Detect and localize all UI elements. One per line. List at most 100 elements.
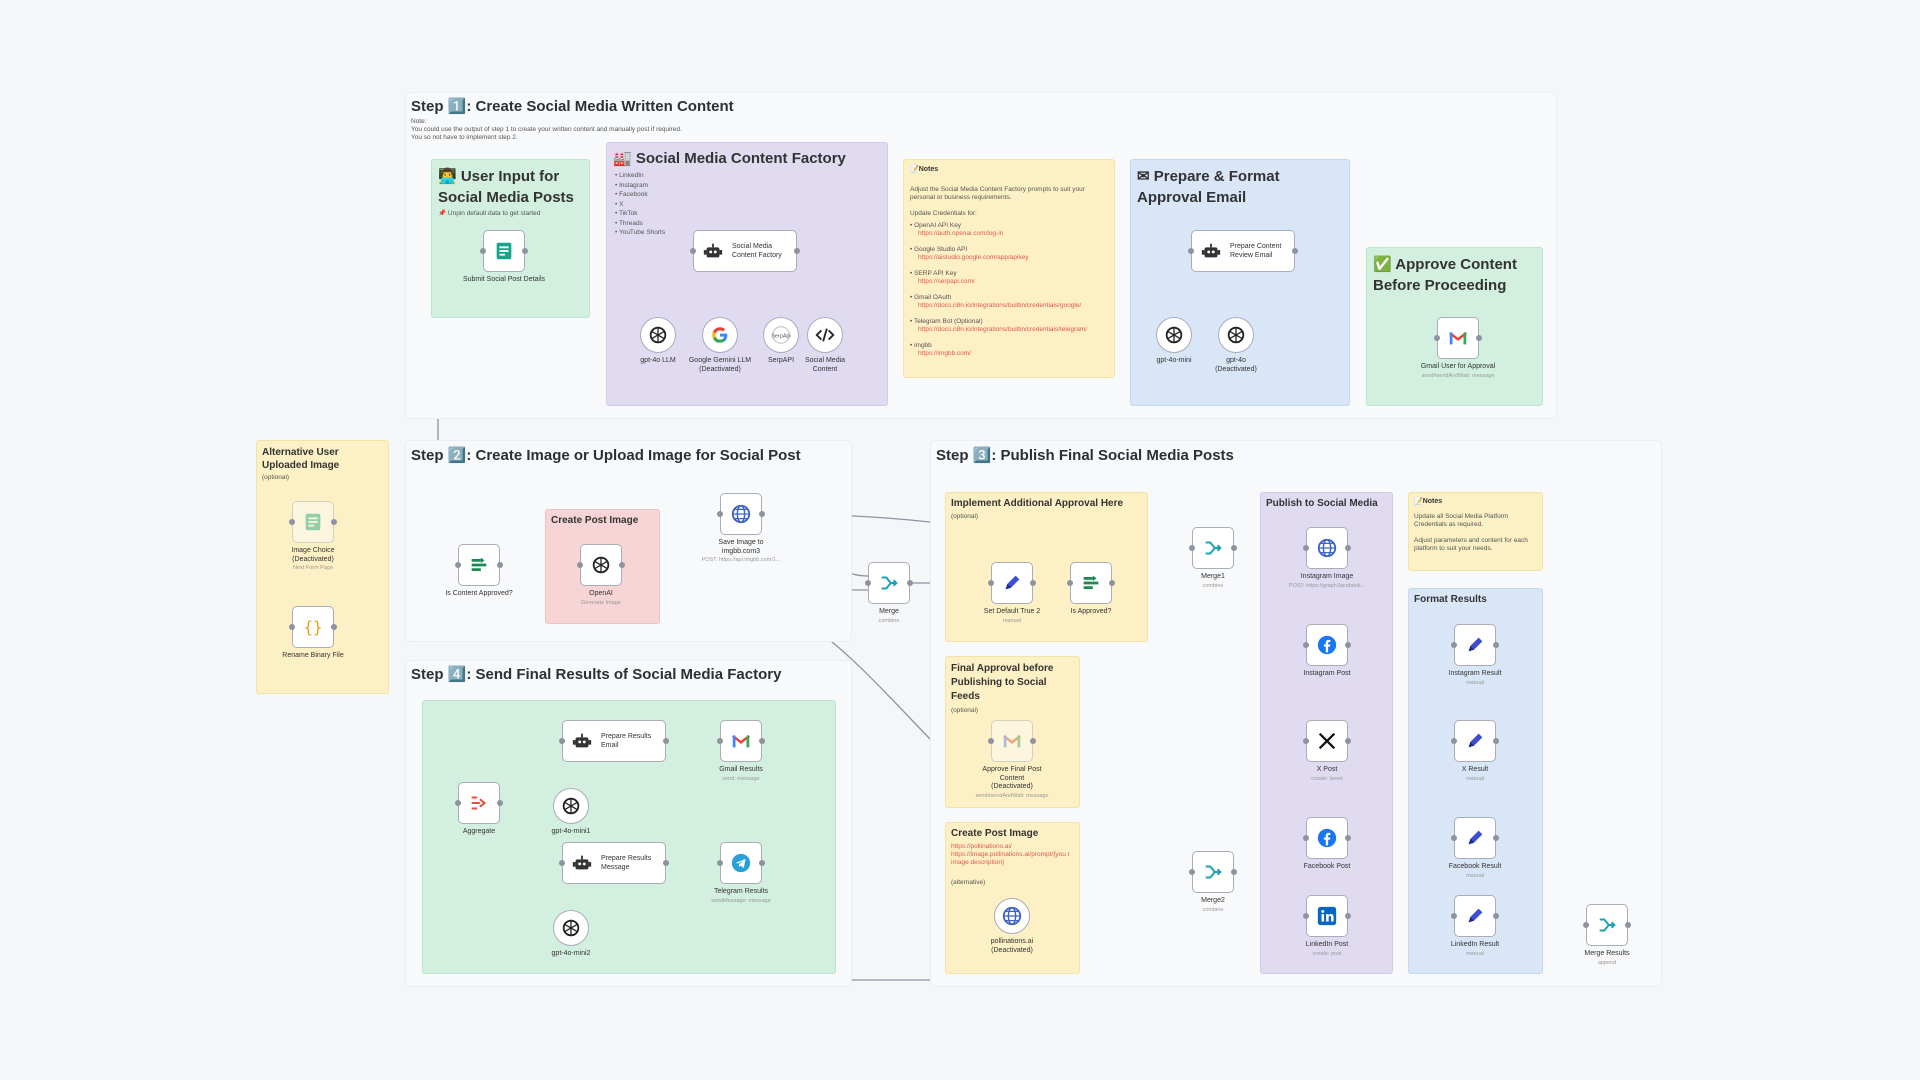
output-port[interactable] bbox=[1345, 738, 1351, 744]
node-is-approved[interactable] bbox=[458, 544, 500, 586]
node-smc[interactable] bbox=[807, 317, 843, 353]
node-gemini[interactable] bbox=[702, 317, 738, 353]
input-port[interactable] bbox=[1583, 922, 1589, 928]
input-port[interactable] bbox=[577, 562, 583, 568]
output-port[interactable] bbox=[663, 860, 669, 866]
output-port[interactable] bbox=[331, 519, 337, 525]
output-port[interactable] bbox=[1292, 248, 1298, 254]
node-x-result[interactable] bbox=[1454, 720, 1496, 762]
output-port[interactable] bbox=[759, 860, 765, 866]
node-aggregate[interactable] bbox=[458, 782, 500, 824]
node-set-default[interactable] bbox=[991, 562, 1033, 604]
input-port[interactable] bbox=[690, 248, 696, 254]
output-port[interactable] bbox=[663, 738, 669, 744]
output-port[interactable] bbox=[1231, 869, 1237, 875]
output-port[interactable] bbox=[1493, 642, 1499, 648]
credential-link[interactable]: https://auth.openai.com/log-in bbox=[918, 230, 1004, 237]
output-port[interactable] bbox=[1345, 835, 1351, 841]
output-port[interactable] bbox=[1493, 913, 1499, 919]
node-factory-agent[interactable]: Social Media Content Factory bbox=[693, 230, 797, 272]
output-port[interactable] bbox=[907, 580, 913, 586]
sticky-prepare-email[interactable]: ✉ Prepare & Format Approval Email bbox=[1130, 159, 1350, 406]
node-openai[interactable] bbox=[580, 544, 622, 586]
node-rename[interactable]: {} bbox=[292, 606, 334, 648]
node-merge-results[interactable] bbox=[1586, 904, 1628, 946]
node-gmail-results[interactable] bbox=[720, 720, 762, 762]
output-port[interactable] bbox=[1030, 580, 1036, 586]
node-insta-post[interactable] bbox=[1306, 624, 1348, 666]
node-fb-result[interactable] bbox=[1454, 817, 1496, 859]
input-port[interactable] bbox=[717, 738, 723, 744]
input-port[interactable] bbox=[559, 738, 565, 744]
output-port[interactable] bbox=[1030, 738, 1036, 744]
input-port[interactable] bbox=[1303, 545, 1309, 551]
input-port[interactable] bbox=[1303, 738, 1309, 744]
output-port[interactable] bbox=[794, 248, 800, 254]
node-submit[interactable] bbox=[483, 230, 525, 272]
node-merge2[interactable] bbox=[1192, 851, 1234, 893]
output-port[interactable] bbox=[1345, 913, 1351, 919]
node-merge1[interactable] bbox=[1192, 527, 1234, 569]
output-port[interactable] bbox=[1625, 922, 1631, 928]
node-prep-results-msg[interactable]: Prepare Results Message bbox=[562, 842, 666, 884]
output-port[interactable] bbox=[619, 562, 625, 568]
node-gpt4omini1[interactable] bbox=[553, 788, 589, 824]
credential-link[interactable]: https://docs.n8n.io/integrations/builtin… bbox=[918, 302, 1082, 309]
node-telegram[interactable] bbox=[720, 842, 762, 884]
output-port[interactable] bbox=[1493, 738, 1499, 744]
input-port[interactable] bbox=[1189, 545, 1195, 551]
input-port[interactable] bbox=[289, 519, 295, 525]
node-gpt4o-deact[interactable] bbox=[1218, 317, 1254, 353]
input-port[interactable] bbox=[1188, 248, 1194, 254]
output-port[interactable] bbox=[1345, 545, 1351, 551]
node-insta-result[interactable] bbox=[1454, 624, 1496, 666]
node-fb-post[interactable] bbox=[1306, 817, 1348, 859]
input-port[interactable] bbox=[1189, 869, 1195, 875]
credential-link[interactable]: https://aistudio.google.com/app/apikey bbox=[918, 254, 1029, 261]
input-port[interactable] bbox=[717, 860, 723, 866]
node-merge[interactable] bbox=[868, 562, 910, 604]
input-port[interactable] bbox=[1067, 580, 1073, 586]
node-approve-final[interactable] bbox=[991, 720, 1033, 762]
sticky-additional-approval[interactable]: Implement Additional Approval Here (opti… bbox=[945, 492, 1148, 642]
output-port[interactable] bbox=[759, 511, 765, 517]
input-port[interactable] bbox=[988, 580, 994, 586]
input-port[interactable] bbox=[1451, 835, 1457, 841]
node-li-result[interactable] bbox=[1454, 895, 1496, 937]
input-port[interactable] bbox=[455, 562, 461, 568]
credential-link[interactable]: https://serpapi.com/ bbox=[918, 278, 975, 285]
output-port[interactable] bbox=[497, 562, 503, 568]
input-port[interactable] bbox=[988, 738, 994, 744]
input-port[interactable] bbox=[717, 511, 723, 517]
credential-link[interactable]: https://docs.n8n.io/integrations/builtin… bbox=[918, 326, 1088, 333]
input-port[interactable] bbox=[865, 580, 871, 586]
input-port[interactable] bbox=[559, 860, 565, 866]
sticky-approve[interactable]: ✅ Approve Content Before Proceeding bbox=[1366, 247, 1543, 406]
output-port[interactable] bbox=[1345, 642, 1351, 648]
node-insta-image[interactable] bbox=[1306, 527, 1348, 569]
node-serp[interactable]: SerpApi bbox=[763, 317, 799, 353]
output-port[interactable] bbox=[1476, 335, 1482, 341]
sticky-create-post-image2-link[interactable]: https://pollinations.ai/ https://image.p… bbox=[951, 843, 1070, 866]
node-prep-results-email[interactable]: Prepare Results Email bbox=[562, 720, 666, 762]
sticky-factory[interactable]: 🏭 Social Media Content Factory • LinkedI… bbox=[606, 142, 888, 406]
node-x-post[interactable] bbox=[1306, 720, 1348, 762]
node-li-post[interactable] bbox=[1306, 895, 1348, 937]
input-port[interactable] bbox=[1303, 642, 1309, 648]
input-port[interactable] bbox=[1303, 913, 1309, 919]
output-port[interactable] bbox=[331, 624, 337, 630]
credential-link[interactable]: https://imgbb.com/ bbox=[918, 350, 972, 357]
input-port[interactable] bbox=[1451, 738, 1457, 744]
node-review-email[interactable]: Prepare Content Review Email bbox=[1191, 230, 1295, 272]
input-port[interactable] bbox=[1434, 335, 1440, 341]
output-port[interactable] bbox=[1493, 835, 1499, 841]
node-gpt4omini2[interactable] bbox=[553, 910, 589, 946]
sticky-notes1[interactable]: 📝Notes Adjust the Social Media Content F… bbox=[903, 159, 1115, 378]
output-port[interactable] bbox=[497, 800, 503, 806]
node-image-choice[interactable] bbox=[292, 501, 334, 543]
sticky-alt-upload[interactable]: Alternative User Uploaded Image (optiona… bbox=[256, 440, 389, 694]
input-port[interactable] bbox=[1451, 642, 1457, 648]
node-imgbb[interactable] bbox=[720, 493, 762, 535]
input-port[interactable] bbox=[455, 800, 461, 806]
